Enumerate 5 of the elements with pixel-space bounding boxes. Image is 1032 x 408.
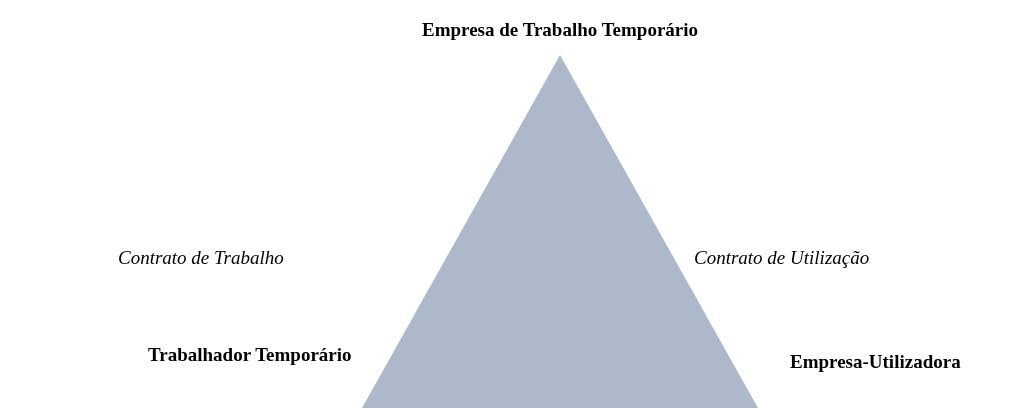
side-label: Contrato de Utilização [694,247,870,269]
vertex-label: Trabalhador Temporário [148,344,352,366]
vertex-label: Empresa-Utilizadora [790,351,961,373]
vertex-label: Empresa de Trabalho Temporário [422,19,699,41]
side-label: Contrato de Trabalho [118,247,284,269]
